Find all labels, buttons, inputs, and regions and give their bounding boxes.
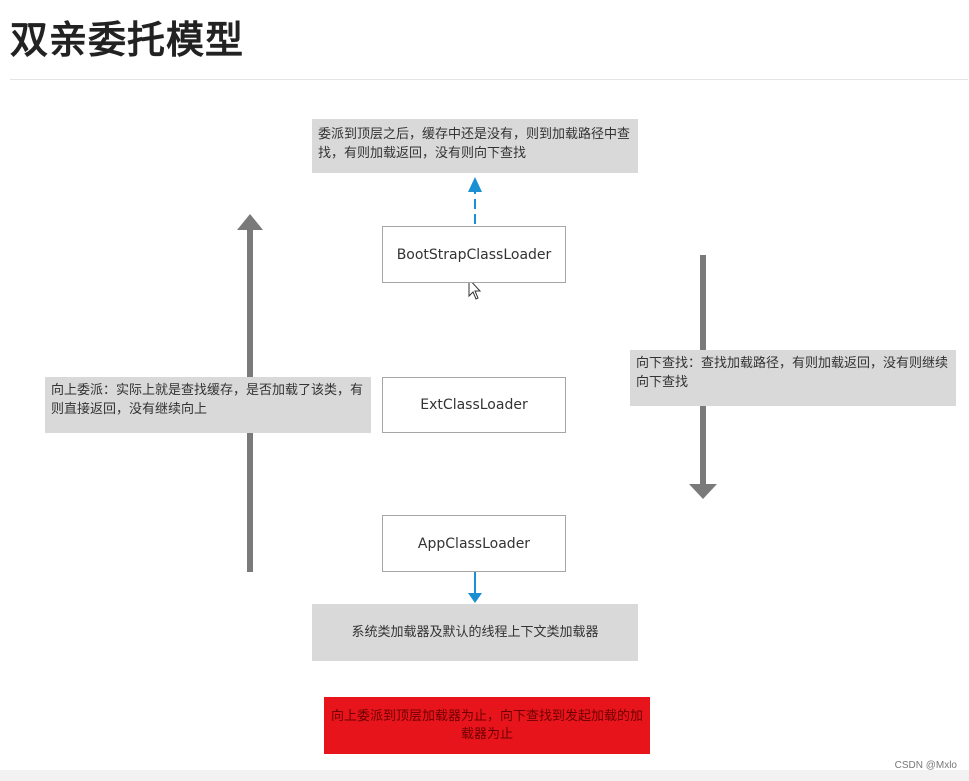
right-note: 向下查找：查找加载路径，有则加载返回，没有则继续向下查找 [630,350,956,406]
title-divider [10,79,968,80]
ext-classloader-box: ExtClassLoader [382,377,566,433]
left-note: 向上委派：实际上就是查找缓存，是否加载了该类，有则直接返回，没有继续向上 [45,377,371,433]
watermark: CSDN @Mxlo [894,760,957,771]
bottom-note: 系统类加载器及默认的线程上下文类加载器 [312,604,638,661]
page-title: 双亲委托模型 [10,18,245,62]
ext-classloader-label: ExtClassLoader [420,397,528,413]
bootstrap-classloader-label: BootStrapClassLoader [396,246,552,263]
bootstrap-classloader-box: BootStrapClassLoader [382,226,566,283]
app-classloader-box: AppClassLoader [382,515,566,572]
summary-red-note: 向上委派到顶层加载器为止，向下查找到发起加载的加载器为止 [324,697,650,754]
top-note: 委派到顶层之后，缓存中还是没有，则到加载路径中查找，有则加载返回，没有则向下查找 [312,119,638,173]
app-to-note-arrow [468,572,482,603]
mouse-cursor-icon [468,277,482,300]
app-classloader-label: AppClassLoader [417,535,531,552]
bootstrap-to-note-arrow [468,177,482,224]
footer-bar [0,770,969,781]
